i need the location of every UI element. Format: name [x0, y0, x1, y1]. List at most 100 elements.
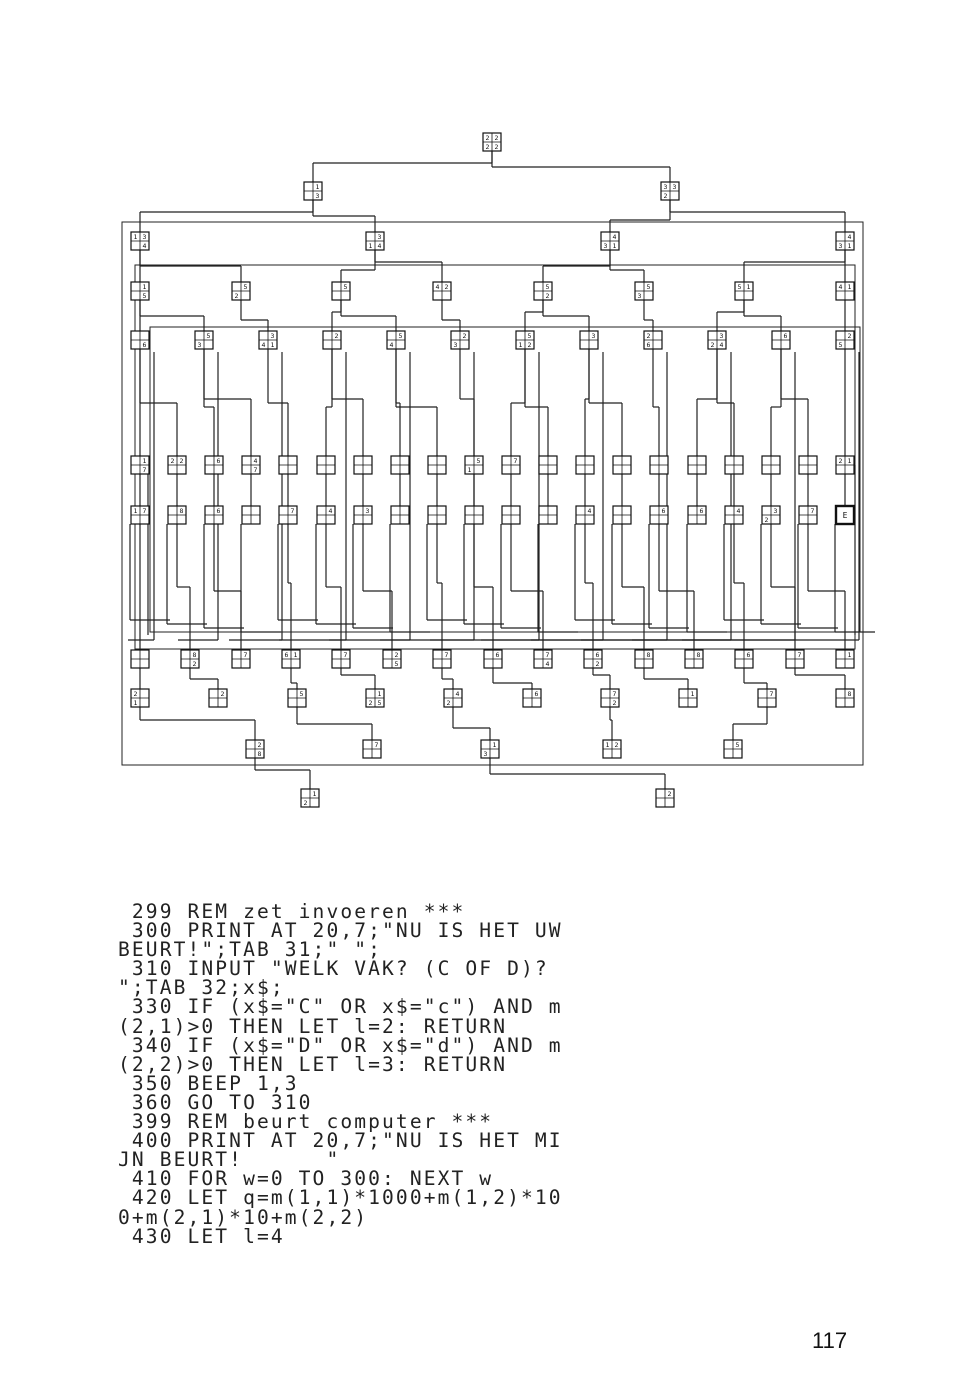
board-cell-value: 1: [316, 183, 320, 191]
board-cell-value: 2: [304, 799, 308, 807]
board-node: 54: [386, 330, 406, 350]
board-node: 6: [522, 688, 542, 708]
board-node: 6: [734, 649, 754, 669]
board-node: [427, 455, 447, 475]
board-cell-value: 4: [848, 233, 852, 241]
board-cell-value: 1: [848, 651, 852, 659]
board-cell-value: 2: [765, 516, 769, 524]
board-node: [427, 505, 447, 525]
board-node: [612, 455, 632, 475]
board-node: 23: [450, 330, 470, 350]
board-cell-value: 5: [300, 690, 304, 698]
board-cell-value: 2: [495, 134, 499, 142]
board-cell-value: 5: [839, 341, 843, 349]
board-cell-value: 2: [647, 332, 651, 340]
code-line: JN BEURT! ": [118, 1148, 341, 1172]
code-line: 0+m(2,1)*10+m(2,2): [118, 1205, 369, 1229]
board-node: 12: [300, 788, 320, 808]
board-cell-value: 2: [134, 690, 138, 698]
board-node: 7: [785, 649, 805, 669]
board-cell-value: 5: [399, 332, 403, 340]
board-node: [278, 455, 298, 475]
board-node: 7: [757, 688, 777, 708]
code-line: 430 LET l=4: [118, 1224, 285, 1248]
board-node: 32: [761, 505, 781, 525]
board-cell-value: 1: [143, 457, 147, 465]
board-cell-value: 5: [244, 283, 248, 291]
board-cell-value: 2: [528, 341, 532, 349]
code-line: 300 PRINT AT 20,7;"NU IS HET UW: [118, 919, 563, 943]
board-cell-value: 2: [235, 292, 239, 300]
board-cell-value: 5: [546, 283, 550, 291]
board-cell-value: 2: [221, 690, 225, 698]
board-cell-value: 1: [613, 242, 617, 250]
board-node: 5: [287, 688, 307, 708]
board-cell-value: 3: [720, 332, 724, 340]
page-number: 117: [812, 1328, 848, 1353]
board-cell-value: 7: [375, 741, 379, 749]
board-cell-value: E: [843, 511, 848, 520]
board-cell-value: 1: [691, 690, 695, 698]
board-node: 4: [316, 505, 336, 525]
board-node: [538, 455, 558, 475]
board-cell-value: 8: [193, 651, 197, 659]
board-node: [724, 455, 744, 475]
board-cell-value: 6: [285, 651, 289, 659]
board-cell-value: 2: [711, 341, 715, 349]
board-node: 62: [583, 649, 603, 669]
board-cell-value: 6: [747, 651, 751, 659]
board-node: 8: [167, 505, 187, 525]
board-node: [649, 455, 669, 475]
board-cell-value: 3: [839, 242, 843, 250]
code-line: (2,1)>0 THEN LET l=2: RETURN: [118, 1014, 508, 1038]
board-cell-value: 3: [143, 233, 147, 241]
board-cell-value: 2: [369, 699, 373, 707]
board-node: 13: [480, 739, 500, 759]
board-node: 82: [180, 649, 200, 669]
board-node: 25: [382, 649, 402, 669]
board-cell-value: 2: [596, 660, 600, 668]
board-cell-value: 2: [463, 332, 467, 340]
board-node: 6: [649, 505, 669, 525]
board-node: 7: [231, 649, 251, 669]
board-cell-value: 7: [811, 507, 815, 515]
board-cell-value: 8: [180, 507, 184, 515]
board-cell-value: 1: [134, 233, 138, 241]
board-cell-value: 6: [596, 651, 600, 659]
board-node: 5: [723, 739, 743, 759]
board-cell-value: 5: [528, 332, 532, 340]
board-node: [390, 505, 410, 525]
board-node: 5: [331, 281, 351, 301]
board-node: 53: [194, 330, 214, 350]
board-cell-value: 6: [535, 690, 539, 698]
code-line: (2,2)>0 THEN LET l=3: RETURN: [118, 1052, 508, 1076]
board-node: 8: [634, 649, 654, 669]
board-cell-value: 6: [700, 507, 704, 515]
board-cell-value: 4: [329, 507, 333, 515]
board-cell-value: 8: [848, 690, 852, 698]
board-node: 25: [835, 330, 855, 350]
code-line: 360 GO TO 310: [118, 1090, 313, 1114]
board-node: [612, 505, 632, 525]
board-cell-value: 6: [662, 507, 666, 515]
board-cell-value: 1: [369, 242, 373, 250]
board-node: 2: [208, 688, 228, 708]
board-cell-value: 1: [143, 283, 147, 291]
board-cell-value: 7: [143, 466, 147, 474]
board-node: 21: [130, 688, 150, 708]
board-node: 51: [464, 455, 484, 475]
board-cell-value: 2: [335, 332, 339, 340]
board-node: [241, 505, 261, 525]
board-cell-value: 4: [143, 242, 147, 250]
board-node: 52: [231, 281, 251, 301]
board-cell-value: 2: [180, 457, 184, 465]
